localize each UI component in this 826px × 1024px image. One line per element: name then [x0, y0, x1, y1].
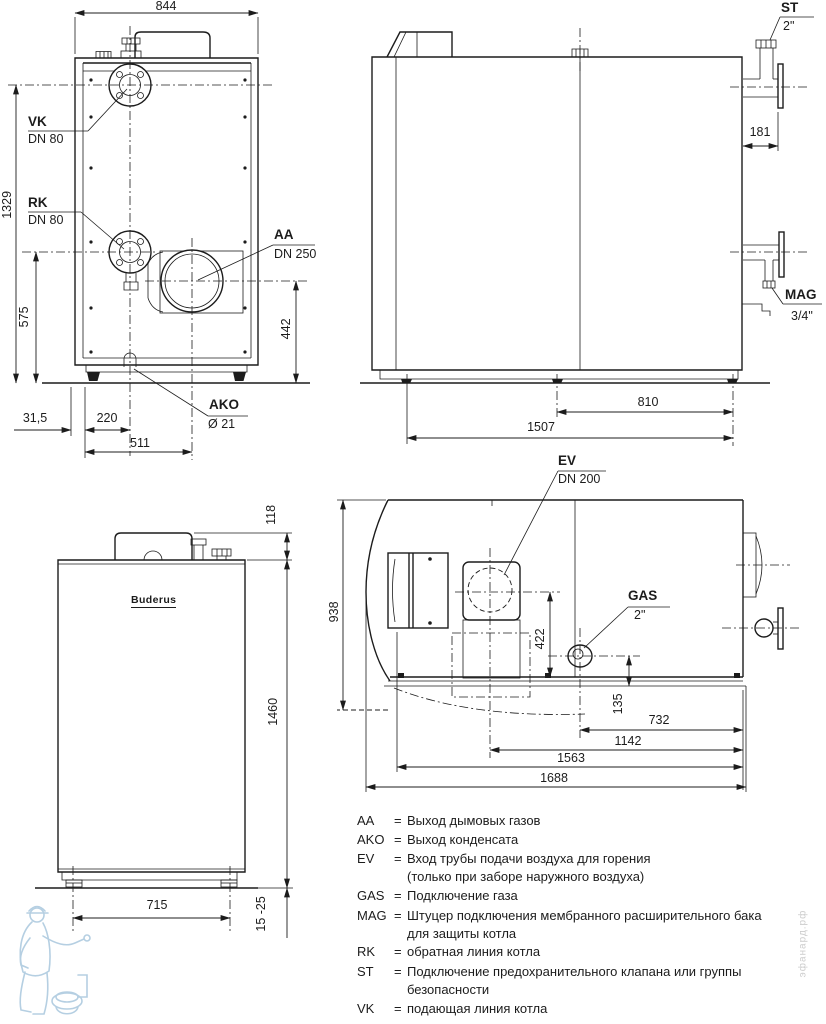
label-rk: RK: [28, 195, 48, 210]
label-ev: EV: [558, 453, 577, 468]
dim-422: 422: [533, 628, 548, 650]
dim-810: 810: [637, 395, 659, 409]
legend-desc: Вход трубы подачи воздуха для горения: [407, 851, 651, 866]
label-ako-size: Ø 21: [208, 417, 236, 431]
dim-1507: 1507: [527, 420, 555, 434]
legend-desc: подающая линия котла: [407, 1001, 548, 1016]
dim-135: 135: [611, 693, 626, 715]
legend-eq: =: [394, 1001, 402, 1016]
legend-eq: =: [394, 944, 402, 959]
legend-code: GAS: [357, 888, 385, 903]
site-watermark: эфанард.рф: [797, 909, 809, 978]
label-aa-size: DN 250: [274, 247, 317, 261]
legend-code: AA: [357, 813, 375, 828]
legend-desc2: безопасности: [407, 982, 490, 997]
legend-desc: Выход конденсата: [407, 832, 519, 847]
label-mag-size: 3/4": [791, 309, 813, 323]
label-vk-size: DN 80: [28, 132, 64, 146]
front-view-casing: [35, 532, 293, 938]
legend-eq: =: [394, 851, 402, 866]
label-gas: GAS: [628, 588, 658, 603]
legend-eq: =: [394, 908, 402, 923]
dim-118: 118: [264, 504, 279, 525]
dim-844: 844: [155, 0, 177, 13]
label-mag: MAG: [785, 287, 817, 302]
label-ev-size: DN 200: [558, 472, 601, 486]
legend-code: RK: [357, 944, 376, 959]
legend-code: VK: [357, 1001, 375, 1016]
dim-732: 732: [648, 713, 670, 727]
legend-eq: =: [394, 888, 402, 903]
top-view: [337, 470, 800, 792]
burner-door: [387, 552, 449, 629]
dim-1460: 1460: [266, 697, 281, 726]
side-view: [360, 16, 822, 446]
buderus-logo: Buderus: [131, 594, 177, 608]
legend-desc: Подключение предохранительного клапана и…: [407, 964, 742, 979]
dim-1142: 1142: [614, 734, 642, 748]
panel-bolts: [89, 78, 247, 354]
legend-code: MAG: [357, 908, 387, 923]
legend-desc: обратная линия котла: [407, 944, 541, 959]
dim-511: 511: [130, 436, 150, 450]
dim-1329: 1329: [0, 190, 15, 219]
legend-desc: Выход дымовых газов: [407, 813, 541, 828]
label-vk: VK: [28, 114, 47, 129]
legend-eq: =: [394, 964, 402, 979]
dim-15-25: 15 -25: [254, 896, 269, 932]
side-port-top: [754, 607, 784, 650]
mag-connection: [743, 231, 785, 289]
dim-442: 442: [279, 318, 294, 340]
legend-desc2: для защиты котла: [407, 926, 517, 941]
label-aa: AA: [274, 227, 294, 242]
dim-715: 715: [146, 898, 168, 912]
label-st-size: 2": [783, 19, 795, 33]
st-connection: [743, 39, 784, 109]
dim-220: 220: [96, 411, 118, 425]
label-rk-size: DN 80: [28, 213, 64, 227]
dim-575: 575: [17, 306, 32, 328]
dim-1688: 1688: [540, 771, 568, 785]
legend-eq: =: [394, 832, 402, 847]
dim-938: 938: [327, 601, 342, 623]
aa-outlet: [147, 249, 244, 314]
legend-code: AKO: [357, 832, 385, 847]
legend-desc: Подключение газа: [407, 888, 518, 903]
dim-31-5: 31,5: [22, 411, 48, 425]
legend-code: EV: [357, 851, 375, 866]
label-ako: AKO: [209, 397, 239, 412]
label-gas-size: 2": [634, 608, 646, 622]
legend-desc2: (только при заборе наружного воздуха): [407, 869, 645, 884]
plumber-watermark: [19, 905, 91, 1015]
front-view: [8, 10, 315, 460]
legend-eq: =: [394, 813, 402, 828]
legend-desc: Штуцер подключения мембранного расширите…: [407, 908, 762, 923]
dim-181: 181: [749, 125, 771, 139]
legend-code: ST: [357, 964, 374, 979]
label-st: ST: [781, 0, 799, 15]
dim-1563: 1563: [557, 751, 585, 765]
